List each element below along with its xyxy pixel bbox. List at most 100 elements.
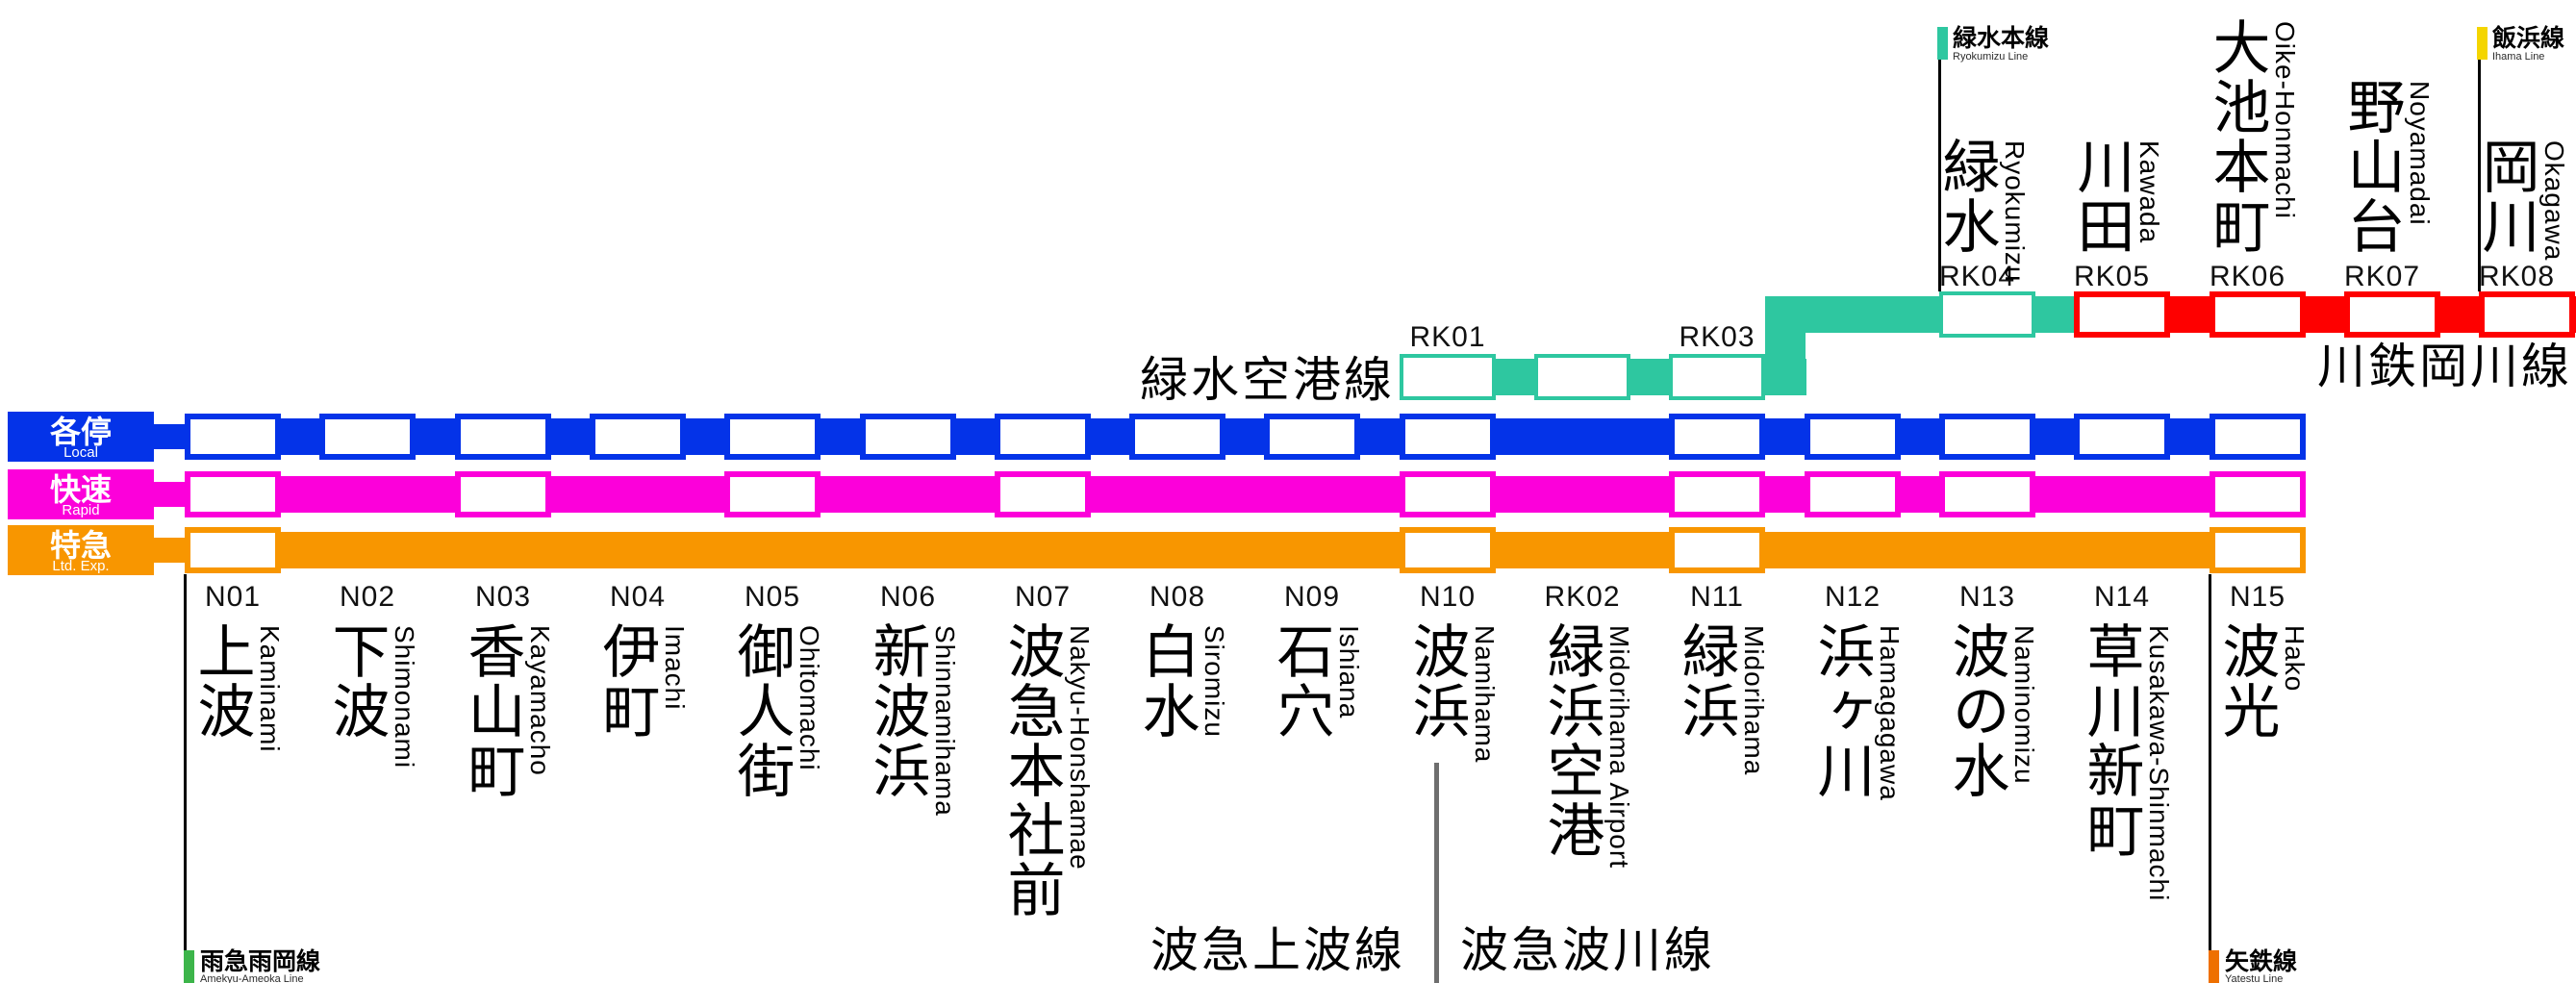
- station-code-N06: N06: [879, 581, 937, 613]
- rapid-station-box: [1939, 471, 2035, 517]
- station-kanji-N07: 波急本社前: [999, 621, 1064, 920]
- station-romaji-N10: Namihama: [1470, 625, 1500, 764]
- ryokumizu-line-connector-line: [1938, 60, 1941, 291]
- station-code-N14: N14: [2093, 581, 2151, 613]
- yatetsu-line-marker: [2209, 950, 2219, 983]
- station-kanji-N10: 波浜: [1404, 621, 1469, 741]
- station-kanji-N09: 石穴: [1269, 621, 1333, 741]
- mainline-station-box-RK07: [2344, 291, 2440, 338]
- station-code-N15: N15: [2229, 581, 2286, 613]
- station-code-RK05: RK05: [2074, 261, 2151, 292]
- station-kanji-N13: 波の水: [1944, 621, 2008, 800]
- station-code-N09: N09: [1283, 581, 1341, 613]
- station-romaji-N06: Shinnamihama: [930, 625, 960, 817]
- ihama-line-title: 飯浜線: [2492, 25, 2565, 52]
- station-code-RK03: RK03: [1679, 321, 1755, 353]
- local-station-box: [1129, 414, 1225, 460]
- station-kanji-N14: 草川新町: [2079, 621, 2143, 860]
- station-code-RK07: RK07: [2344, 261, 2421, 292]
- station-romaji-N11: Midorihama: [1739, 625, 1769, 776]
- ltd-exp-line: [185, 532, 2306, 568]
- local-station-box: [2074, 414, 2170, 460]
- rapid-station-box: [1805, 471, 1901, 517]
- station-kanji-N02: 下波: [324, 621, 389, 741]
- rapid-legend-sublabel: Rapid: [62, 502, 100, 518]
- station-romaji-N01: Kaminami: [255, 625, 285, 753]
- station-romaji-N12: Hamagagawa: [1875, 625, 1905, 801]
- rapid-legend-block: [8, 469, 154, 519]
- station-romaji-RK07: Noyamadai: [2405, 81, 2435, 226]
- station-romaji-N07: Nakyu-Honshamae: [1065, 625, 1095, 870]
- station-romaji-N04: Imachi: [660, 625, 690, 711]
- local-station-box: [185, 414, 281, 460]
- yatetsu-line-subtitle: Yatestu Line: [2225, 973, 2284, 983]
- rapid-station-box: [995, 471, 1091, 517]
- ltd-exp-legend-label: 特急: [49, 528, 112, 563]
- amekyu-line-title: 雨急雨岡線: [200, 948, 321, 975]
- nakyu-kaminami-line-label: 波急上波線: [1150, 923, 1405, 977]
- local-station-box: [1264, 414, 1360, 460]
- station-kanji-RK08: 岡川: [2474, 137, 2538, 256]
- rapid-station-box: [1669, 471, 1765, 517]
- rapid-legend-connector: [154, 482, 185, 507]
- station-romaji-RK06: Oike-Honmachi: [2270, 21, 2300, 219]
- ltd-exp-station-box: [185, 527, 281, 573]
- ltd-exp-legend-connector: [154, 538, 185, 563]
- station-code-N08: N08: [1149, 581, 1206, 613]
- station-romaji-N14: Kusakawa-Shinmachi: [2144, 625, 2174, 902]
- local-station-box: [860, 414, 956, 460]
- station-kanji-N12: 浜ヶ川: [1809, 621, 1874, 800]
- station-romaji-N09: Ishiana: [1334, 625, 1364, 719]
- ltd-exp-legend-block: [8, 525, 154, 575]
- local-station-box: [2210, 414, 2306, 460]
- ltd-exp-station-box: [1400, 527, 1496, 573]
- local-legend-sublabel: Local: [63, 444, 98, 461]
- station-romaji-N02: Shimonami: [390, 625, 419, 769]
- station-romaji-N03: Kayamacho: [525, 625, 555, 776]
- station-kanji-N11: 緑浜: [1674, 621, 1738, 741]
- station-kanji-N05: 御人街: [729, 621, 794, 800]
- local-station-box: [455, 414, 551, 460]
- amekyu-line-connector-line: [184, 574, 187, 950]
- station-code-N12: N12: [1824, 581, 1881, 613]
- ihama-line-marker: [2477, 27, 2488, 60]
- station-code-RK02: RK02: [1544, 581, 1621, 613]
- ltd-exp-station-box: [1669, 527, 1765, 573]
- local-station-box: [590, 414, 686, 460]
- station-kanji-N15: 波光: [2214, 621, 2279, 741]
- rapid-station-box: [185, 471, 281, 517]
- local-station-box: [1939, 414, 2035, 460]
- station-code-N04: N04: [609, 581, 667, 613]
- ihama-line-connector-line: [2478, 60, 2481, 291]
- airport-station-box: [1400, 354, 1496, 400]
- rapid-station-box: [2210, 471, 2306, 517]
- amekyu-line-subtitle: Amekyu-Ameoka Line: [200, 973, 304, 983]
- station-romaji-RK04: Ryokumizu: [2000, 140, 2030, 283]
- station-kanji-N01: 上波: [189, 621, 254, 741]
- station-kanji-N04: 伊町: [594, 621, 659, 741]
- station-code-N13: N13: [1958, 581, 2016, 613]
- amekyu-line-marker: [184, 950, 194, 983]
- station-code-N10: N10: [1419, 581, 1477, 613]
- station-kanji-RK04: 緑水: [1934, 137, 1999, 256]
- yatetsu-line-connector-line: [2209, 574, 2211, 950]
- local-legend-block: [8, 412, 154, 462]
- ryokumizu-line-subtitle: Ryokumizu Line: [1953, 51, 2029, 63]
- rapid-station-box: [724, 471, 821, 517]
- nakyu-namikawa-line-label: 波急波川線: [1460, 923, 1715, 977]
- ltd-exp-legend-sublabel: Ltd. Exp.: [52, 558, 110, 574]
- station-code-N07: N07: [1014, 581, 1072, 613]
- mainline-station-box-RK04: [1939, 291, 2035, 338]
- station-kanji-RK06: 大池本町: [2205, 17, 2269, 256]
- local-station-box: [1400, 414, 1496, 460]
- station-code-N01: N01: [204, 581, 262, 613]
- yatetsu-line-title: 矢鉄線: [2225, 948, 2298, 975]
- ihama-line-subtitle: Ihama Line: [2492, 51, 2545, 63]
- station-kanji-RK07: 野山台: [2339, 77, 2404, 256]
- rapid-legend-label: 快速: [49, 472, 112, 507]
- local-station-box: [1805, 414, 1901, 460]
- station-code-N05: N05: [744, 581, 801, 613]
- station-kanji-N03: 香山町: [460, 621, 524, 800]
- local-station-box: [319, 414, 416, 460]
- station-code-RK04: RK04: [1939, 261, 2016, 292]
